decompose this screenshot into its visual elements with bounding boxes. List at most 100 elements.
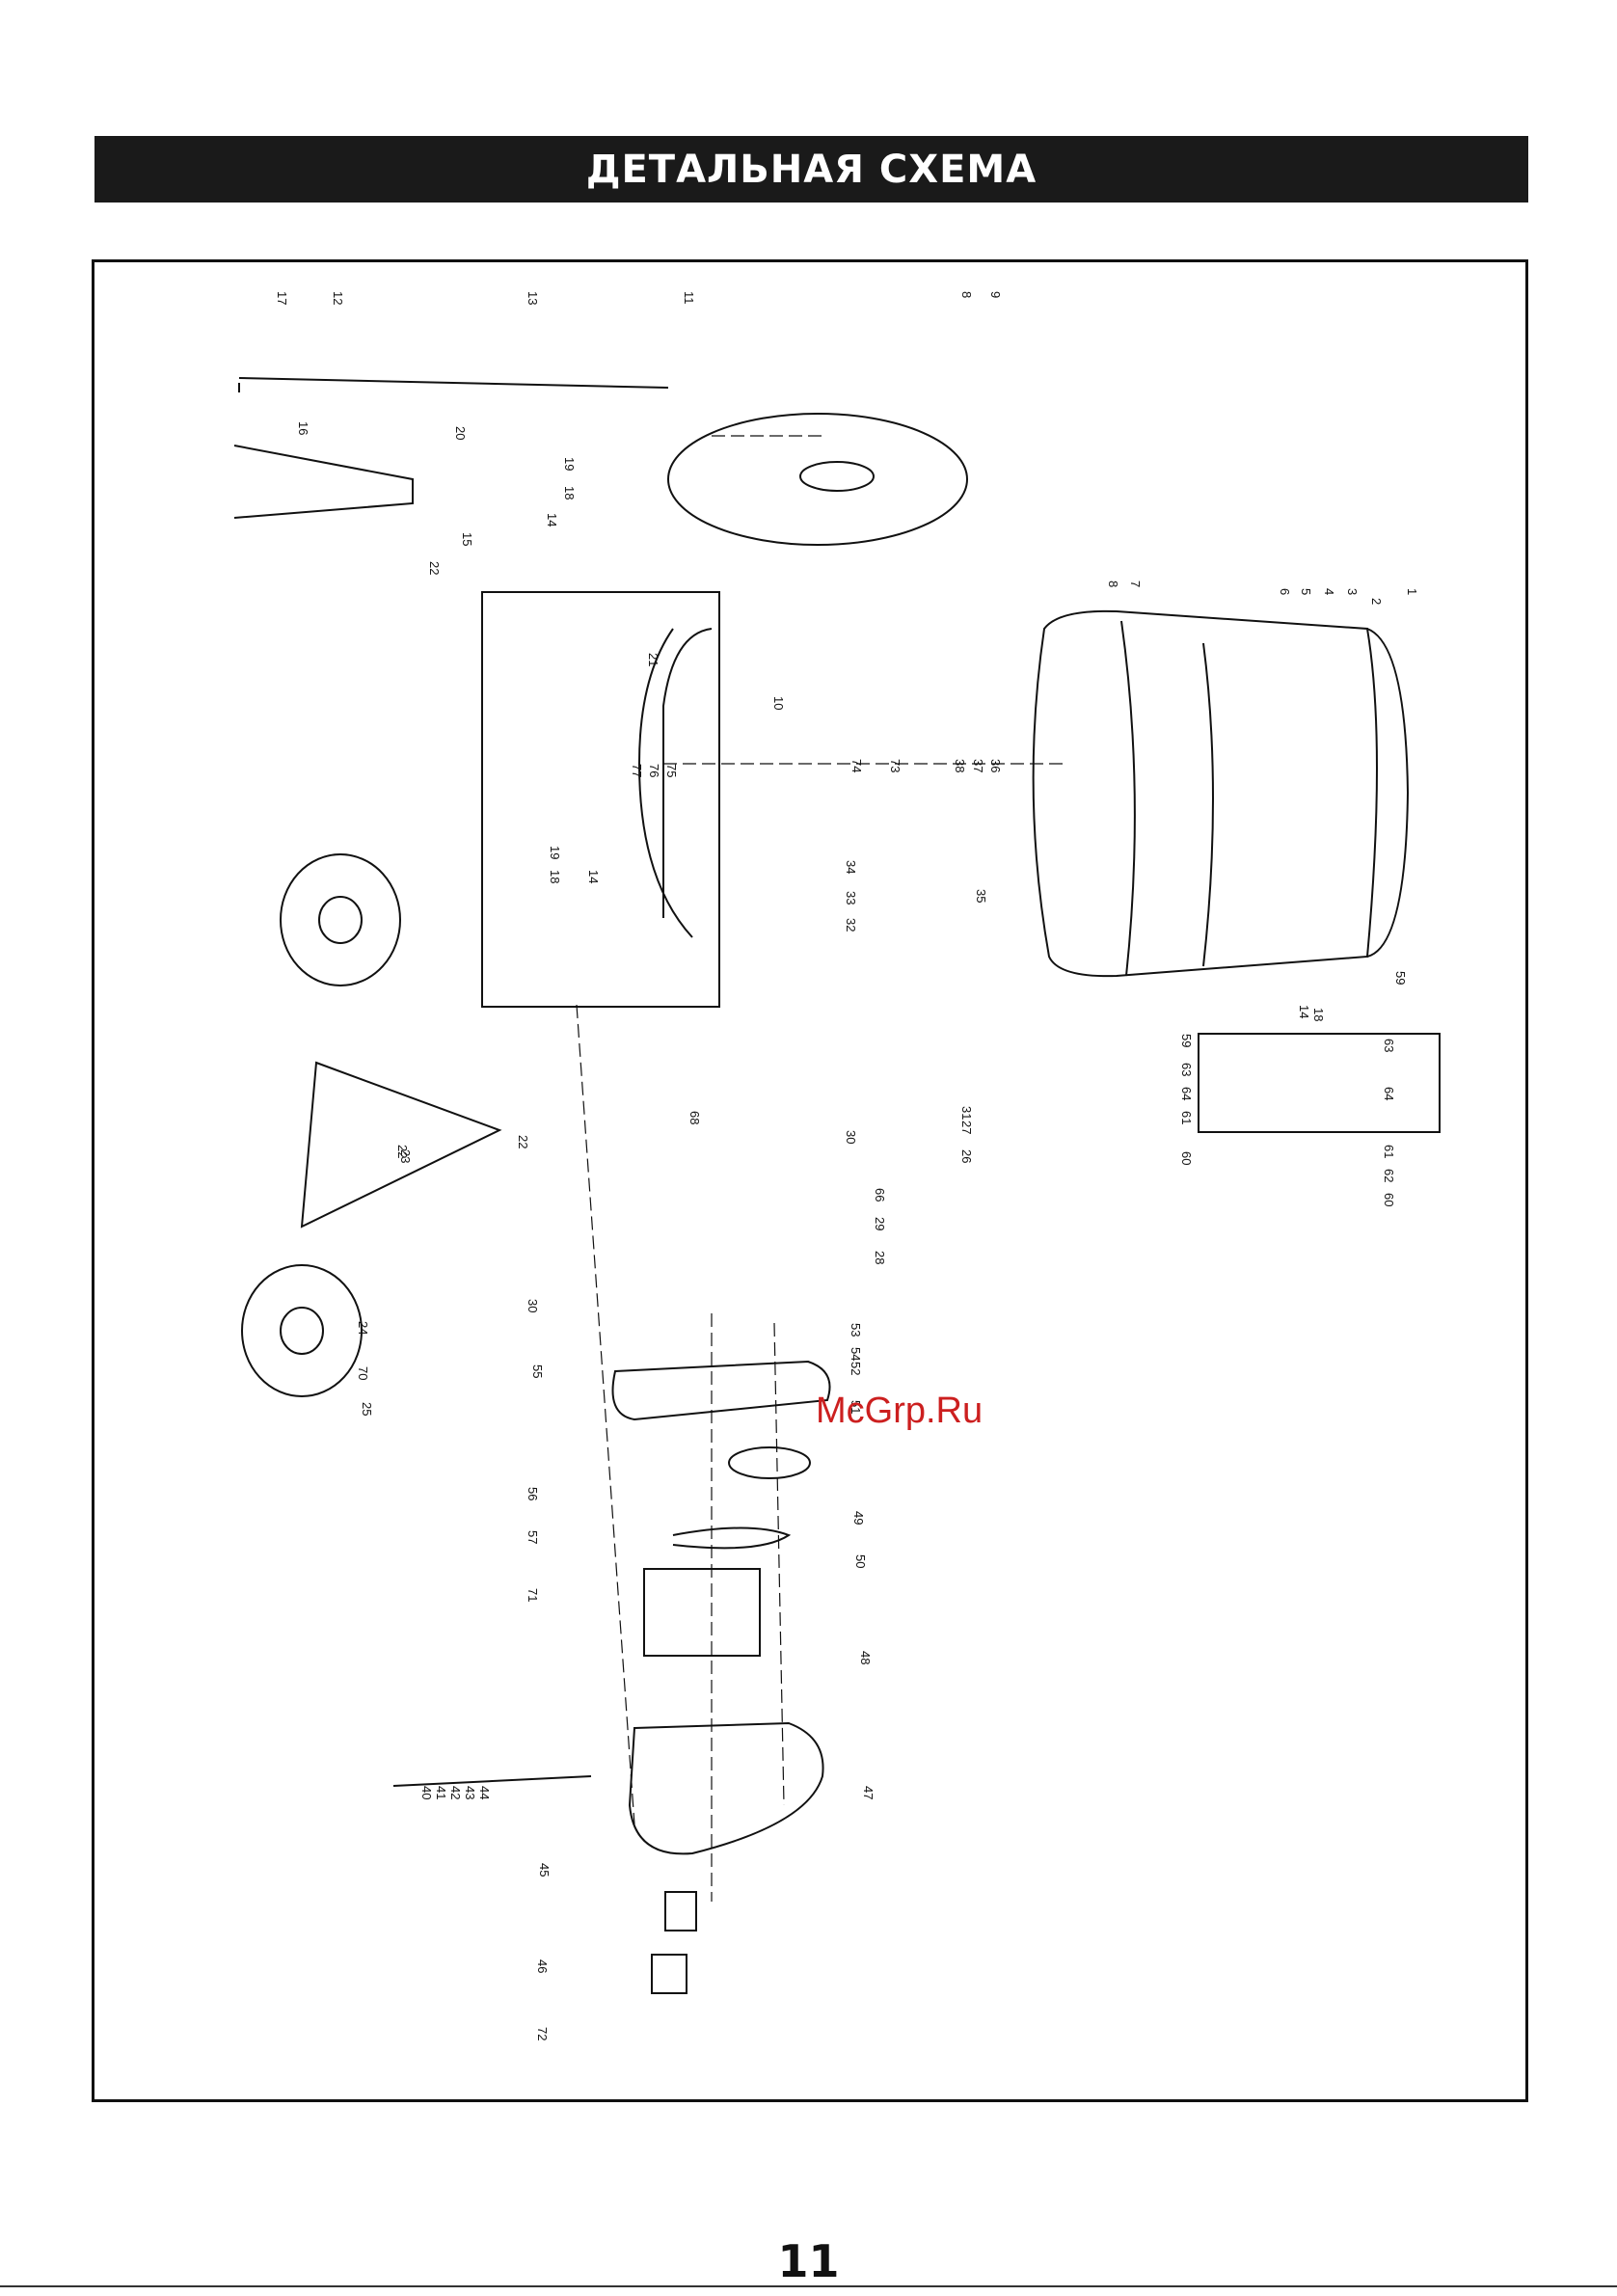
part-label-38: 38 bbox=[953, 759, 967, 772]
part-label-14: 14 bbox=[586, 870, 601, 883]
part-label-66: 66 bbox=[873, 1188, 887, 1202]
part-label-18: 18 bbox=[562, 486, 577, 500]
part-label-43: 43 bbox=[463, 1786, 477, 1799]
part-label-68: 68 bbox=[687, 1111, 702, 1124]
part-label-42: 42 bbox=[448, 1786, 463, 1799]
part-label-36: 36 bbox=[988, 759, 1003, 772]
part-label-8: 8 bbox=[959, 291, 974, 298]
handwheel-hub bbox=[800, 462, 874, 491]
part-label-3: 3 bbox=[1345, 588, 1360, 595]
watermark: McGrp.Ru bbox=[816, 1391, 983, 1432]
part-label-35: 35 bbox=[974, 889, 988, 903]
page-number: 11 bbox=[0, 2235, 1617, 2287]
main-frame bbox=[482, 592, 719, 1007]
part-label-59: 59 bbox=[1179, 1034, 1194, 1047]
drum-ring-gear bbox=[1121, 621, 1135, 976]
part-label-16: 16 bbox=[296, 421, 310, 435]
drive-belt bbox=[673, 1528, 789, 1549]
section-title: ДЕТАЛЬНАЯ СХЕМА bbox=[586, 148, 1037, 192]
part-label-61: 61 bbox=[1179, 1111, 1194, 1124]
part-label-30: 30 bbox=[844, 1130, 858, 1144]
part-label-73: 73 bbox=[888, 759, 903, 772]
part-label-76: 76 bbox=[647, 764, 661, 777]
part-label-25: 25 bbox=[360, 1402, 374, 1416]
pulley bbox=[729, 1447, 810, 1478]
part-label-47: 47 bbox=[861, 1786, 876, 1799]
part-label-13: 13 bbox=[526, 291, 540, 305]
part-label-56: 56 bbox=[526, 1487, 540, 1500]
part-label-34: 34 bbox=[844, 860, 858, 874]
part-label-1: 1 bbox=[1405, 588, 1419, 595]
part-label-49: 49 bbox=[851, 1511, 866, 1525]
tilt-handle-lower bbox=[234, 446, 413, 518]
wheel-lower bbox=[242, 1265, 362, 1396]
part-label-11: 11 bbox=[682, 291, 696, 305]
part-label-27: 27 bbox=[959, 1121, 974, 1134]
part-label-60: 60 bbox=[1179, 1151, 1194, 1165]
bottom-rule bbox=[0, 2285, 1617, 2287]
bracket-detail-box bbox=[1199, 1034, 1440, 1132]
drum-rim bbox=[1203, 643, 1213, 966]
section-title-bar: ДЕТАЛЬНАЯ СХЕМА bbox=[94, 136, 1528, 203]
part-label-18: 18 bbox=[548, 870, 562, 883]
part-label-19: 19 bbox=[548, 846, 562, 859]
part-label-28: 28 bbox=[873, 1251, 887, 1264]
part-label-6: 6 bbox=[1278, 588, 1292, 595]
switch-box bbox=[665, 1892, 696, 1931]
part-label-63: 63 bbox=[1382, 1039, 1396, 1052]
part-label-32: 32 bbox=[844, 918, 858, 932]
part-label-10: 10 bbox=[771, 696, 786, 710]
part-label-70: 70 bbox=[356, 1366, 370, 1380]
part-label-21: 21 bbox=[646, 653, 660, 666]
part-label-46: 46 bbox=[535, 1959, 550, 1973]
part-label-40: 40 bbox=[419, 1786, 434, 1799]
part-label-9: 9 bbox=[988, 291, 1003, 298]
part-label-59: 59 bbox=[1393, 971, 1408, 985]
part-label-60: 60 bbox=[1382, 1193, 1396, 1206]
power-cord bbox=[393, 1776, 591, 1786]
part-label-5: 5 bbox=[1299, 588, 1313, 595]
part-label-45: 45 bbox=[537, 1863, 552, 1877]
part-label-44: 44 bbox=[477, 1786, 492, 1799]
part-label-15: 15 bbox=[460, 532, 474, 546]
part-label-4: 4 bbox=[1322, 588, 1336, 595]
part-label-48: 48 bbox=[858, 1651, 873, 1664]
part-label-19: 19 bbox=[562, 457, 577, 471]
part-label-31: 31 bbox=[959, 1106, 974, 1120]
tilt-handle bbox=[239, 378, 668, 392]
part-label-22: 22 bbox=[516, 1135, 530, 1148]
part-label-72: 72 bbox=[535, 2027, 550, 2040]
part-label-52: 52 bbox=[849, 1362, 863, 1375]
part-label-20: 20 bbox=[453, 426, 468, 440]
part-label-33: 33 bbox=[844, 891, 858, 905]
part-label-75: 75 bbox=[664, 764, 679, 777]
switch bbox=[652, 1955, 687, 1993]
wheel-lower-hub bbox=[281, 1308, 323, 1354]
part-label-74: 74 bbox=[849, 759, 864, 772]
part-label-64: 64 bbox=[1382, 1087, 1396, 1100]
part-label-24: 24 bbox=[356, 1321, 370, 1335]
part-label-63: 63 bbox=[1179, 1063, 1194, 1076]
part-label-61: 61 bbox=[1382, 1145, 1396, 1158]
part-label-12: 12 bbox=[331, 291, 345, 305]
wheel-upper bbox=[281, 854, 400, 986]
part-label-14: 14 bbox=[545, 513, 559, 527]
motor-cover-top bbox=[613, 1362, 830, 1419]
part-label-50: 50 bbox=[853, 1554, 868, 1568]
part-label-77: 77 bbox=[630, 764, 644, 777]
part-label-22: 22 bbox=[427, 561, 442, 575]
part-label-17: 17 bbox=[275, 291, 289, 305]
part-label-7: 7 bbox=[1128, 581, 1143, 587]
handwheel bbox=[668, 414, 967, 545]
part-label-37: 37 bbox=[971, 759, 985, 772]
part-label-2: 2 bbox=[1369, 598, 1384, 605]
part-label-57: 57 bbox=[526, 1530, 540, 1544]
motor bbox=[644, 1569, 760, 1656]
vertical-tube bbox=[639, 629, 692, 937]
part-label-23: 23 bbox=[398, 1149, 413, 1163]
part-label-62: 62 bbox=[1382, 1169, 1396, 1182]
part-label-14: 14 bbox=[1297, 1005, 1311, 1018]
